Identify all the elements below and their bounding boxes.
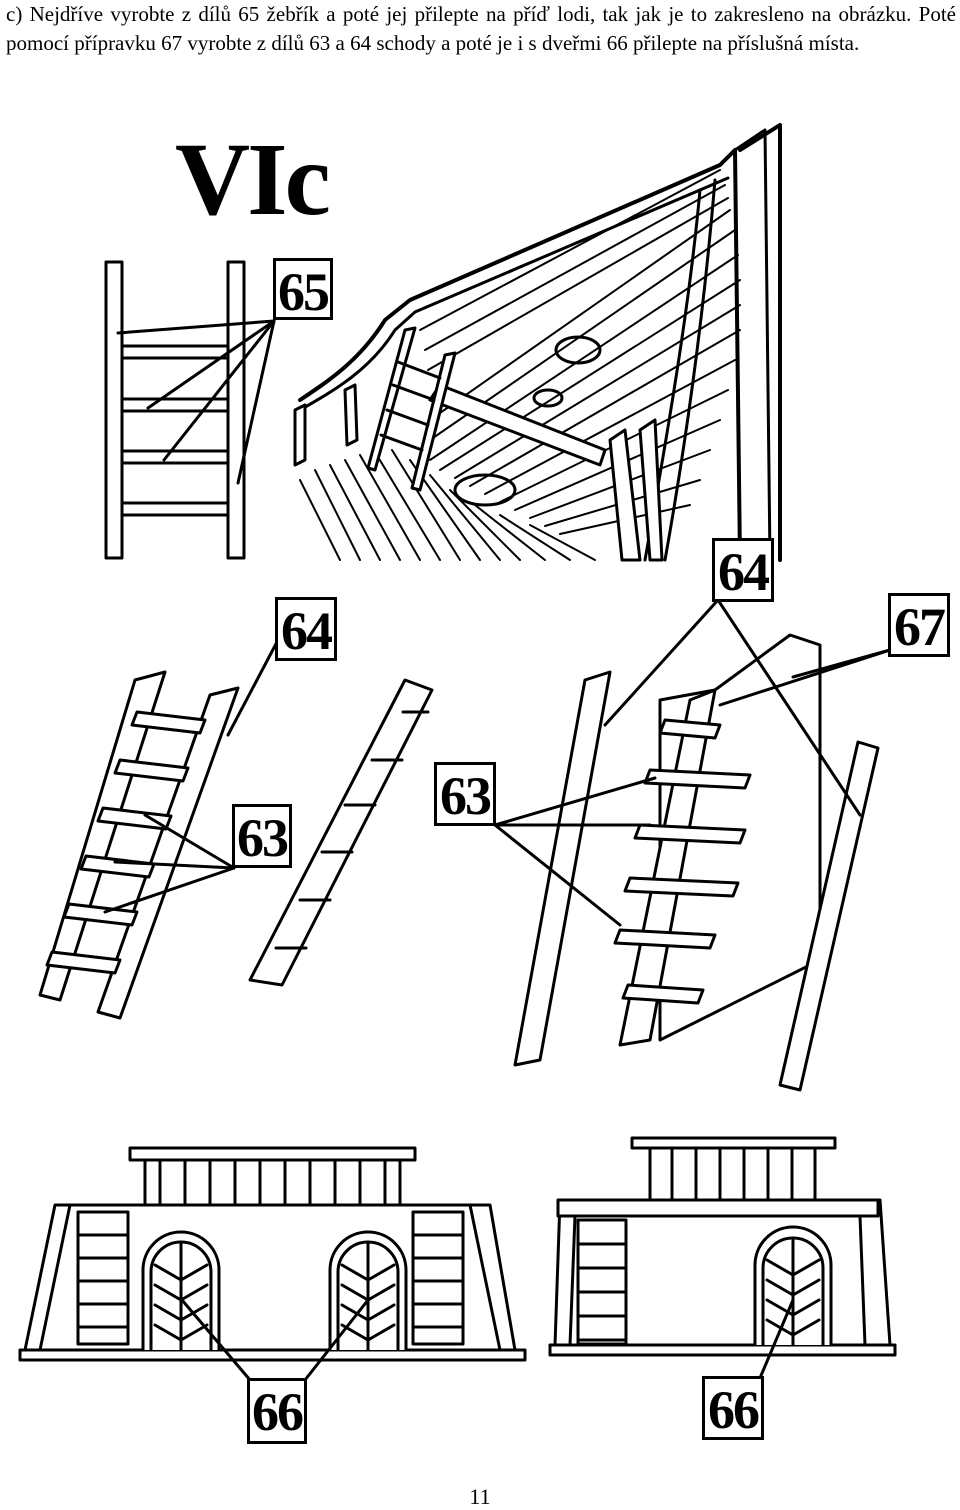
label-part-64-left: 64	[275, 597, 337, 661]
label-part-67: 67	[888, 593, 950, 657]
left-stair-drawing	[38, 638, 280, 1020]
instruction-text: c) Nejdříve vyrobte z dílů 65 žebřík a p…	[6, 2, 956, 55]
middle-rail-drawing	[248, 678, 434, 987]
ship-bow-drawing	[293, 123, 782, 562]
label-part-66-left: 66	[247, 1378, 307, 1444]
label-part-63-right: 63	[434, 762, 496, 826]
page-number: 11	[469, 1484, 491, 1509]
left-bulkhead-drawing	[18, 1146, 527, 1382]
label-part-66-right: 66	[702, 1376, 764, 1440]
label-part-63-left: 63	[232, 804, 292, 868]
right-stair-drawing	[493, 598, 892, 1092]
section-title: VIc	[175, 122, 331, 237]
label-part-65: 65	[273, 258, 333, 320]
ladder-65-drawing	[104, 260, 276, 560]
right-bulkhead-drawing	[548, 1136, 897, 1380]
label-part-64-right: 64	[712, 538, 774, 602]
